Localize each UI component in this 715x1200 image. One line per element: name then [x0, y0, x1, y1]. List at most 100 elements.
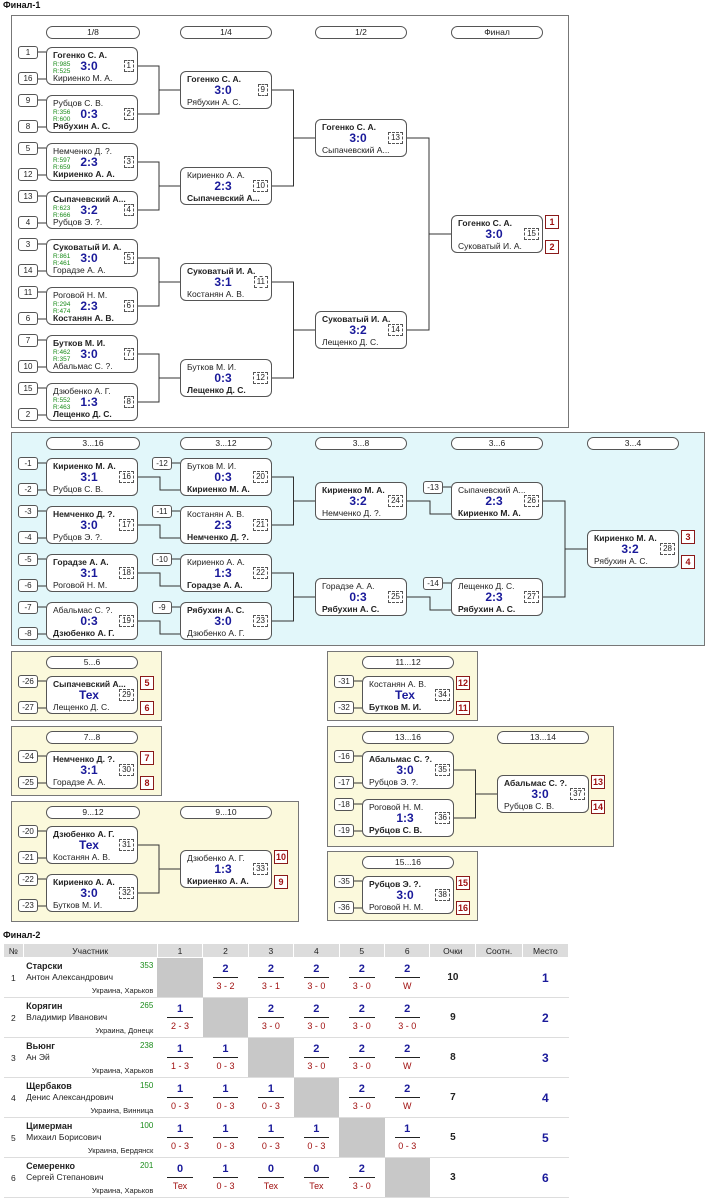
row-number: 1: [3, 957, 24, 998]
result-points: 2: [222, 963, 229, 975]
player-1-name: Кириенко М. А.: [594, 533, 657, 543]
result-divider: [303, 1057, 330, 1058]
rating-2: R:525: [53, 68, 71, 75]
seed-label: -18: [334, 798, 354, 811]
seed-label: -10: [152, 553, 172, 566]
result-score: 0 - 3: [307, 1141, 326, 1151]
rating-1: R:861: [53, 253, 71, 260]
result-divider: [303, 1017, 330, 1018]
round-header: 1/2: [315, 26, 407, 39]
player-2-name: Кириенко А. А.: [187, 876, 249, 886]
match-score: 2:3: [485, 590, 503, 604]
row-number: 2: [3, 997, 24, 1038]
player-1-name: Суковатый И. А.: [187, 266, 256, 276]
player-1-name: Дзюбенко А. Г.: [187, 853, 245, 863]
result-points: 2: [404, 1043, 411, 1055]
round-header: 3...6: [451, 437, 543, 450]
row-number: 4: [3, 1077, 24, 1118]
player-1-name: Немченко Д. ?.: [53, 754, 115, 764]
result-score: Тех: [309, 1181, 324, 1191]
seed-label: -8: [18, 627, 38, 640]
first-name: Михаил Борисович: [26, 1132, 102, 1142]
match-score: 1:3: [214, 566, 232, 580]
seed-label: -35: [334, 875, 354, 888]
